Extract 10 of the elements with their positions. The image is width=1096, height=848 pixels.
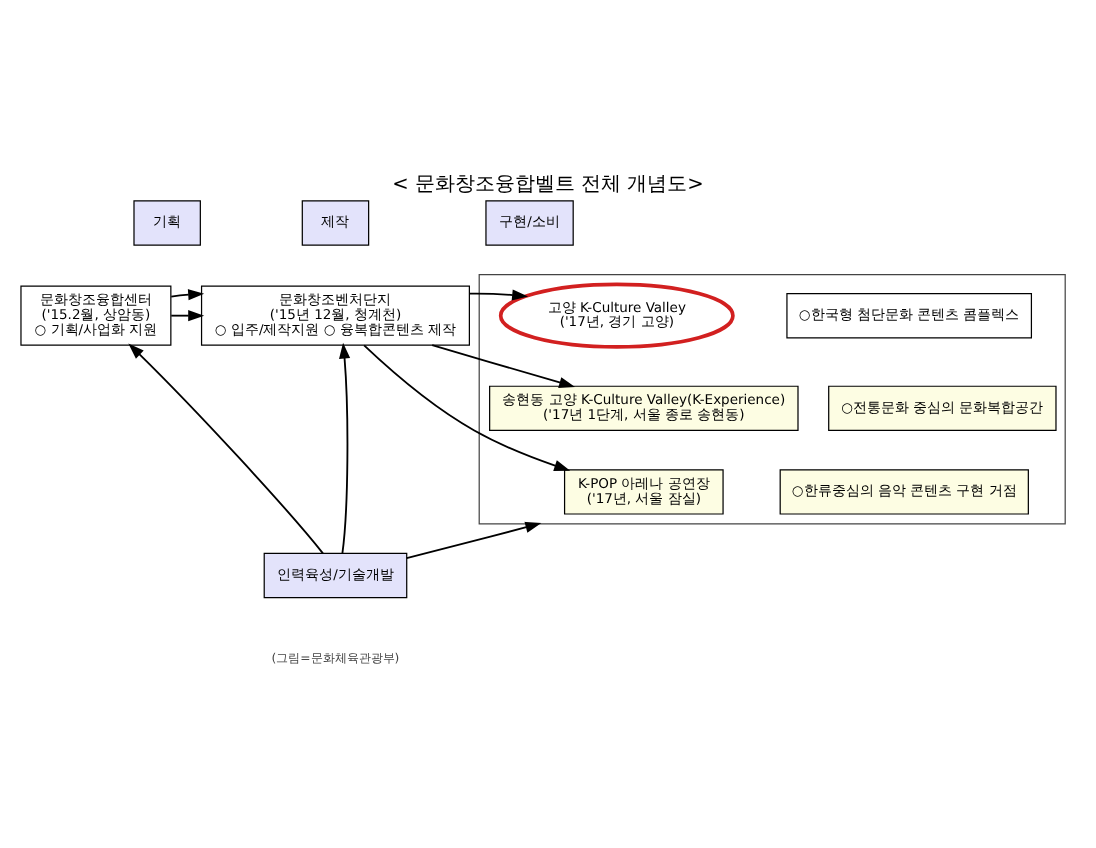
arrow — [468, 288, 529, 300]
arrow — [339, 341, 351, 554]
diagram-title: < 문화창조융합벨트 전체 개념도> — [392, 172, 704, 195]
arrow — [363, 343, 571, 470]
arrow — [170, 309, 205, 321]
arrow — [431, 343, 576, 387]
arrow — [405, 520, 542, 558]
arrow — [170, 288, 205, 300]
arrow — [128, 342, 324, 554]
cluster — [478, 272, 1066, 524]
